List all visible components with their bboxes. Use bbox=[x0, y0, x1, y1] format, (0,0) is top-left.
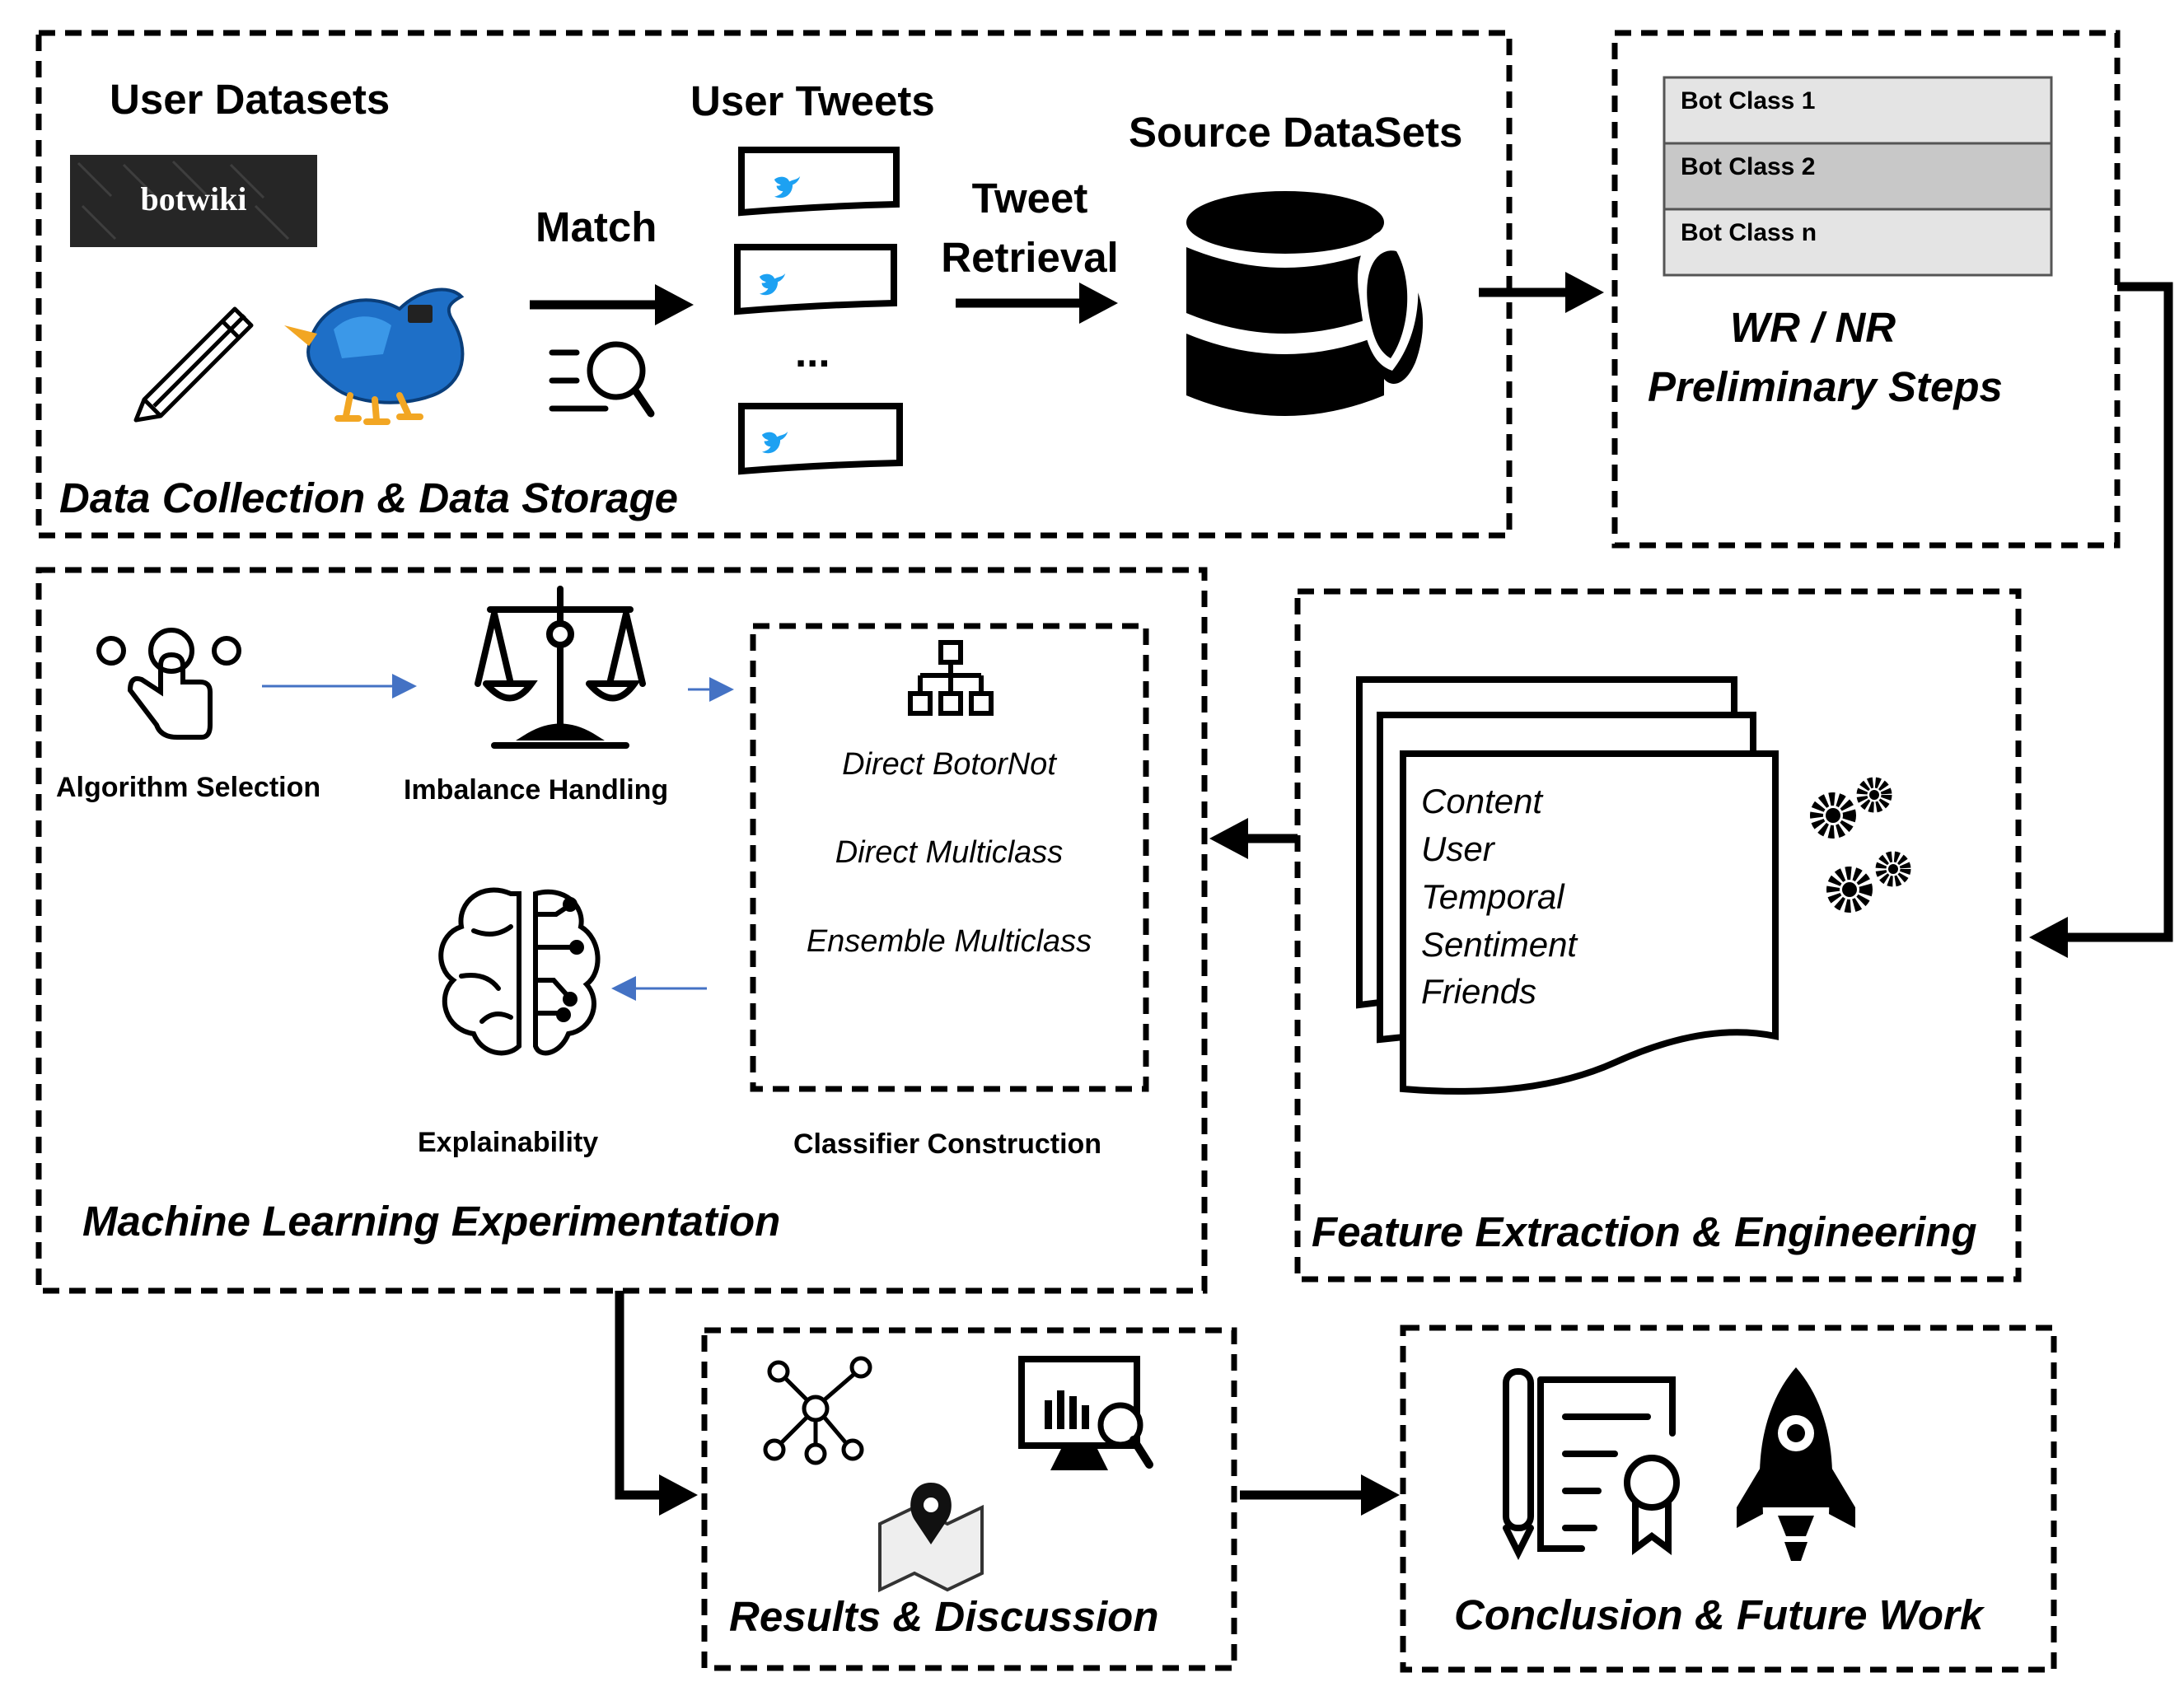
feature-item: Friends bbox=[1421, 972, 1536, 1011]
conclusion-box bbox=[1400, 1325, 2057, 1673]
tweet-retrieval-line1: Tweet bbox=[972, 175, 1088, 222]
feature-item: User bbox=[1421, 829, 1496, 868]
ml-experimentation-box bbox=[35, 567, 1208, 1294]
touch-select-icon bbox=[96, 628, 241, 740]
tweet-icon bbox=[760, 273, 786, 296]
feature-item: Content bbox=[1421, 782, 1544, 820]
arrow-to-preliminary bbox=[1479, 272, 1604, 313]
brain-circuit-icon bbox=[438, 887, 601, 1056]
algorithm-selection-label: Algorithm Selection bbox=[56, 772, 320, 803]
botwiki-logo: botwiki bbox=[70, 155, 317, 247]
classifier-option: Direct Multiclass bbox=[835, 835, 1064, 870]
search-list-icon bbox=[549, 341, 655, 418]
tweet-card-2 bbox=[734, 244, 897, 315]
tweet-icon bbox=[774, 175, 801, 199]
classifier-option: Ensemble Multiclass bbox=[807, 924, 1092, 959]
balance-scale-icon bbox=[475, 586, 646, 749]
certificate-icon bbox=[1503, 1368, 1680, 1560]
match-arrow bbox=[530, 284, 694, 325]
classifier-construction-label: Classifier Construction bbox=[793, 1128, 1101, 1160]
bot-class-label: Bot Class 2 bbox=[1681, 153, 1815, 180]
arrow-to-results bbox=[615, 1291, 698, 1516]
documents-icon bbox=[1356, 676, 1779, 1095]
classifier-option: Direct BotorNot bbox=[842, 747, 1057, 782]
twitter-bird-icon bbox=[284, 287, 465, 425]
tweet-retrieval-arrow bbox=[956, 283, 1118, 324]
map-pin-icon bbox=[878, 1483, 984, 1593]
imbalance-handling-label: Imbalance Handling bbox=[404, 774, 668, 806]
feature-item: Sentiment bbox=[1421, 925, 1578, 964]
gears-icon bbox=[1810, 777, 1911, 913]
match-label: Match bbox=[535, 203, 657, 250]
tweet-retrieval-line2: Retrieval bbox=[941, 234, 1118, 281]
bot-class-label: Bot Class 1 bbox=[1681, 87, 1815, 114]
network-icon bbox=[763, 1356, 872, 1465]
tweet-card-3 bbox=[738, 403, 903, 475]
arrow-to-feature bbox=[2029, 282, 2173, 958]
feature-item: Temporal bbox=[1421, 877, 1565, 916]
tweets-ellipsis: ... bbox=[795, 329, 830, 376]
rocket-icon bbox=[1737, 1367, 1855, 1561]
bot-class-row-3 bbox=[1663, 208, 2053, 277]
tweet-icon bbox=[762, 431, 788, 454]
preliminary-steps-box bbox=[1611, 30, 2121, 549]
monitor-chart-icon bbox=[1018, 1356, 1153, 1470]
arrow-to-ml bbox=[1209, 818, 1298, 859]
conclusion-title: Conclusion & Future Work bbox=[1454, 1591, 1985, 1638]
hierarchy-icon bbox=[908, 640, 994, 716]
results-discussion-box bbox=[701, 1327, 1237, 1671]
user-tweets-label: User Tweets bbox=[690, 77, 935, 124]
feature-extraction-box bbox=[1294, 588, 2022, 1283]
arrow-to-conclusion bbox=[1240, 1474, 1400, 1516]
user-datasets-label: User Datasets bbox=[110, 76, 390, 123]
results-discussion-title: Results & Discussion bbox=[729, 1593, 1158, 1640]
data-collection-box bbox=[35, 30, 1513, 539]
bot-class-table: Bot Class 1 Bot Class 2 Bot Class n bbox=[1663, 76, 2053, 277]
bot-class-label: Bot Class n bbox=[1681, 219, 1817, 246]
ml-experimentation-title: Machine Learning Experimentation bbox=[82, 1198, 780, 1245]
botwiki-logo-text: botwiki bbox=[141, 180, 247, 217]
feature-extraction-title: Feature Extraction & Engineering bbox=[1312, 1208, 1977, 1255]
preliminary-line2: Preliminary Steps bbox=[1648, 363, 2003, 410]
explainability-label: Explainability bbox=[418, 1127, 598, 1158]
source-datasets-label: Source DataSets bbox=[1129, 109, 1462, 156]
bot-class-row-2 bbox=[1663, 142, 2053, 211]
preliminary-line1: WR / NR bbox=[1730, 304, 1896, 351]
pencil-icon bbox=[133, 306, 254, 423]
data-collection-title: Data Collection & Data Storage bbox=[59, 474, 678, 521]
classifier-construction-box bbox=[750, 623, 1149, 1092]
tweet-card-1 bbox=[738, 147, 900, 217]
database-icon bbox=[1186, 191, 1424, 416]
